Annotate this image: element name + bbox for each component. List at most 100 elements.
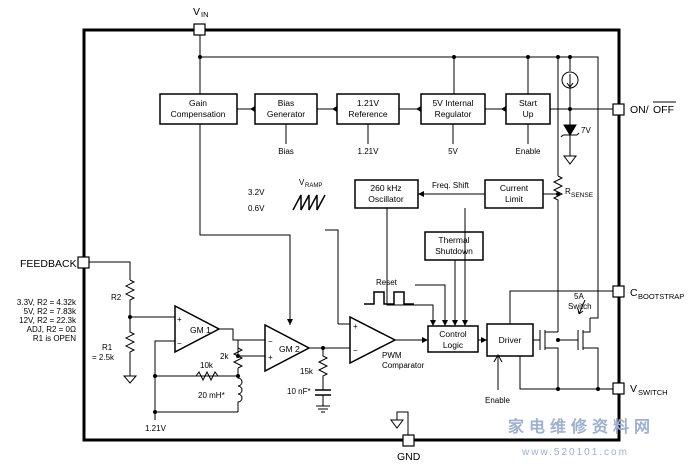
feedback-label: FEEDBACK (20, 258, 77, 270)
cbootstrap-pin (612, 285, 625, 298)
driver-label: Driver (499, 335, 522, 345)
watermark-cn: 家电维修资料网 (508, 417, 655, 436)
ramp-high-label: 3.2V (248, 188, 265, 197)
zener-diode (563, 124, 577, 136)
vin-bus (200, 56, 599, 286)
block-outputs (285, 124, 529, 144)
vramp-label: V (299, 178, 305, 187)
oscillator-line1: 260 kHz (370, 183, 401, 193)
current-limit-line2: Limit (505, 194, 524, 204)
rsense-resistor (552, 175, 564, 236)
freq-shift-label: Freq. Shift (432, 181, 470, 190)
ref-output-label: 1.21V (358, 147, 380, 156)
resistor-r1 (124, 317, 136, 376)
r1-label: R1 (102, 343, 113, 352)
control-logic-block (427, 325, 479, 353)
vramp-sub-label: RAMP (305, 183, 322, 189)
zener-ground (563, 155, 577, 165)
gm1-plus: + (177, 315, 182, 324)
bias-gen-line1: Bias (278, 98, 295, 108)
ramp-low-label: 0.6V (248, 204, 265, 213)
pwm-label-line1: PWM (382, 351, 402, 360)
gm2-amplifier (264, 323, 311, 373)
gm1-label: GM 1 (190, 325, 211, 335)
gnd-pin (402, 434, 415, 447)
cbootstrap-label: C (630, 287, 638, 299)
bias-gen-line2: Generator (267, 109, 305, 119)
regulator-line1: 5V Internal (432, 98, 473, 108)
bias-output-label: Bias (278, 147, 294, 156)
pwm-label-line2: Comparator (382, 361, 425, 370)
reference-line2: Reference (348, 109, 387, 119)
pwm-plus: + (353, 322, 358, 331)
table-row: 3.3V, R2 = 4.32k (17, 298, 77, 307)
sense-fet (533, 330, 559, 389)
vswitch-pin (612, 382, 625, 395)
ramp-waveform (292, 194, 326, 211)
gm2-label: GM 2 (279, 344, 300, 354)
startup-line2: Up (523, 109, 534, 119)
c10nf-label: 10 nF* (287, 387, 311, 396)
gm2-minus: − (268, 337, 273, 346)
inductor-20mh (237, 376, 243, 412)
reg-output-label: 5V (448, 147, 458, 156)
on-off-bar-label: OFF (653, 104, 674, 116)
zener-label: 7V (581, 126, 591, 135)
table-row: 12V, R2 = 22.3k (19, 316, 77, 325)
table-row: R1 is OPEN (33, 334, 76, 343)
control-line2: Logic (443, 340, 464, 350)
capacitor-10nf (315, 389, 331, 396)
inductor-label: 20 mH* (198, 391, 225, 400)
switch-label-line2: Switch (568, 302, 592, 311)
thermal-shutdown-block (424, 231, 484, 261)
enable-bottom-label: Enable (485, 396, 510, 405)
gm2-plus: + (268, 353, 273, 362)
feedback-pin (77, 256, 90, 269)
r2-label: R2 (111, 293, 122, 302)
thermal-line1: Thermal (438, 235, 469, 245)
power-fet (558, 318, 599, 389)
resistor-2k (232, 340, 244, 369)
resistor-15k (317, 348, 329, 390)
control-line1: Control (439, 329, 467, 339)
vin-taps (453, 57, 559, 176)
gm1-minus: − (177, 339, 182, 348)
rsense-sub-label: SENSE (571, 192, 594, 199)
table-row: ADJ, R2 = 0Ω (27, 325, 76, 334)
r15k-label: 15k (300, 367, 314, 376)
vin-sub-label: IN (201, 10, 209, 19)
pwm-minus: − (353, 346, 358, 355)
table-row: 5V, R2 = 7.83k (24, 307, 77, 316)
gain-comp-line2: Compensation (171, 109, 226, 119)
gnd-label: GND (397, 451, 421, 463)
thermal-line2: Shutdown (435, 246, 473, 256)
vin-pin (193, 23, 206, 36)
r2k-label: 2k (220, 352, 229, 361)
watermark-url: www.520101.com (521, 447, 629, 458)
ref-bottom-label: 1.21V (145, 424, 167, 433)
on-off-pin (612, 103, 625, 116)
vswitch-label: V (630, 383, 637, 395)
r10k-label: 10k (200, 361, 214, 370)
gm1-amplifier (174, 304, 221, 354)
resistor-r2 (124, 279, 136, 317)
reference-line1: 1.21V (357, 98, 380, 108)
r1-value-label: = 2.5k (92, 353, 115, 362)
pwm-comparator (349, 315, 397, 365)
oscillator-line2: Oscillator (368, 194, 404, 204)
startup-line1: Start (519, 98, 538, 108)
gnd-symbol (390, 419, 404, 429)
r1-ground (122, 375, 138, 384)
vswitch-sub-label: SWITCH (638, 388, 668, 397)
vin-label: V (193, 6, 200, 18)
regulator-line2: Regulator (435, 109, 472, 119)
cbootstrap-sub-label: BOOTSTRAP (638, 292, 684, 301)
switch-label-line1: 5A (574, 292, 584, 301)
gain-comp-line1: Gain (189, 98, 207, 108)
reset-pulse (364, 291, 414, 305)
reset-label: Reset (376, 278, 398, 287)
enable-top-label: Enable (516, 147, 541, 156)
on-off-label: ON/ (630, 104, 649, 116)
